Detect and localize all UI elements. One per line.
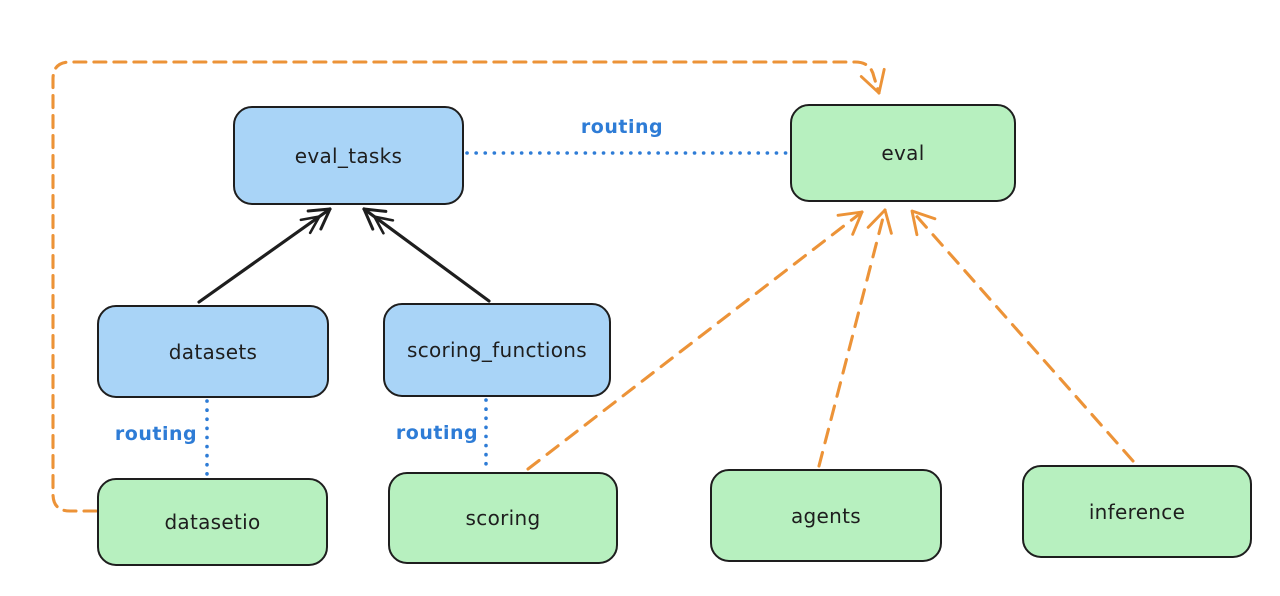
node-datasetio-label: datasetio — [164, 510, 261, 534]
edge-agents-to-eval — [817, 208, 893, 468]
edge-inference-to-eval — [910, 209, 1135, 463]
node-eval-label: eval — [881, 141, 925, 165]
node-scoring-label: scoring — [465, 506, 541, 530]
edge-datasetio-to-eval — [51, 60, 886, 513]
edge-label-routing-datasets-datasetio: routing — [114, 423, 198, 445]
node-scoring-functions-label: scoring_functions — [406, 338, 588, 362]
node-eval: eval — [790, 104, 1016, 202]
edge-scoring-to-eval — [526, 210, 864, 471]
edge-datasets-to-eval-tasks — [197, 207, 332, 304]
node-agents: agents — [710, 469, 942, 562]
node-agents-label: agents — [791, 503, 861, 528]
node-inference-label: inference — [1088, 499, 1186, 524]
node-eval-tasks-label: eval_tasks — [294, 143, 403, 168]
edge-label-routing-scoring-functions-scoring: routing — [395, 422, 479, 444]
node-scoring: scoring — [388, 472, 618, 564]
node-eval-tasks: eval_tasks — [233, 106, 464, 205]
node-datasets-label: datasets — [168, 339, 258, 364]
node-scoring-functions: scoring_functions — [383, 303, 611, 397]
node-inference: inference — [1022, 465, 1252, 558]
node-datasets: datasets — [97, 305, 329, 398]
node-datasetio: datasetio — [97, 478, 328, 566]
edge-label-routing-eval-tasks-eval: routing — [580, 116, 664, 138]
edge-scoring-functions-to-eval-tasks — [362, 207, 491, 303]
